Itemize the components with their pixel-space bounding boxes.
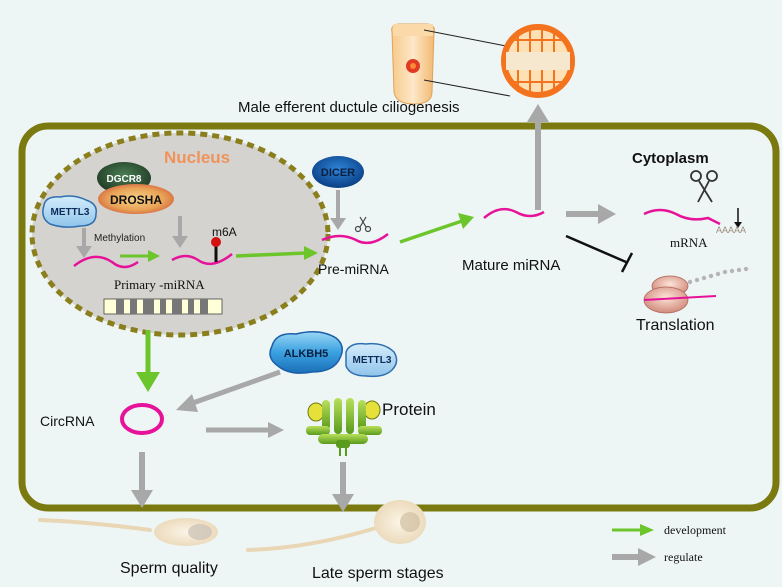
dicer-label: DICER	[321, 167, 355, 179]
cleavage-arrow	[734, 208, 742, 228]
primary-mirna-strand	[73, 255, 139, 269]
mrna-regulation-arrow	[566, 204, 616, 224]
circrna-regulation-arrow	[176, 369, 281, 412]
primary-mirna-label: Primary -miRNA	[114, 277, 205, 292]
polya-tail: AAAAA	[716, 225, 746, 235]
translation-mrna-strand	[643, 295, 717, 301]
sperm-quality-arrow	[131, 452, 153, 508]
mature-mirna-strand	[483, 207, 545, 219]
late-stages-arrow	[332, 462, 354, 512]
m6a-label: m6A	[212, 225, 237, 239]
dicer-arrow	[330, 190, 346, 230]
m6a-mark-icon	[211, 237, 221, 247]
primary-to-m6a-arrow	[120, 250, 160, 262]
pre-mirna-strand	[321, 233, 389, 245]
drosha-cleavage-arrow	[172, 216, 188, 248]
nucleus-label: Nucleus	[164, 148, 230, 167]
translation-label: Translation	[636, 317, 715, 334]
translation-inhibition-line	[565, 234, 634, 273]
mrna-scissors-icon	[690, 170, 718, 203]
protein-label: Protein	[382, 400, 436, 419]
alkbh5-label: ALKBH5	[284, 348, 329, 360]
ciliogenesis-arrow	[527, 104, 549, 210]
drosha-label: DROSHA	[110, 193, 162, 207]
mettl3-cyto-label: METTL3	[353, 355, 392, 366]
dgcr8-label: DGCR8	[106, 174, 141, 185]
legend-regulate-arrow	[612, 548, 656, 566]
efferent-ductule-illustration	[391, 23, 575, 105]
export-arrow	[235, 246, 318, 260]
sperm-cell-2-icon	[246, 500, 426, 552]
peptide-chain	[687, 266, 749, 285]
cytoplasm-label: Cytoplasm	[632, 150, 709, 167]
gene-bar	[103, 298, 223, 315]
maturation-arrow	[399, 213, 474, 244]
methylated-mirna-strand	[171, 253, 233, 266]
mrna-label: mRNA	[670, 235, 708, 250]
mature-mirna-label: Mature miRNA	[462, 257, 560, 274]
legend: development regulate	[612, 523, 727, 566]
protein-regulation-arrow	[206, 422, 284, 438]
drosha-protein	[98, 184, 174, 214]
legend-development-label: development	[664, 523, 727, 537]
ribosome-icon	[643, 275, 689, 314]
pre-mirna-label: Pre-miRNA	[318, 261, 389, 277]
scissors-icon	[354, 216, 372, 233]
mrna-strand	[643, 208, 721, 226]
mettl3-nucleus-label: METTL3	[51, 207, 90, 218]
mettl3-nucleus-protein	[42, 195, 98, 228]
alkbh5-protein	[269, 331, 343, 374]
late-sperm-stages-label: Late sperm stages	[312, 565, 444, 582]
mettl3-cyto-protein	[345, 342, 398, 378]
dicer-protein	[312, 156, 364, 188]
protein-icon	[306, 398, 382, 456]
legend-regulate-label: regulate	[664, 550, 703, 564]
legend-development-arrow	[612, 524, 654, 536]
circrna-label: CircRNA	[40, 413, 95, 429]
sperm-cell-1-icon	[38, 518, 218, 546]
circrna-ring	[120, 403, 164, 435]
circrna-development-arrow	[136, 330, 160, 392]
methylation-arrow	[76, 228, 92, 258]
sperm-quality-label: Sperm quality	[120, 560, 218, 577]
methylation-label: Methylation	[94, 233, 145, 244]
top-caption: Male efferent ductule ciliogenesis	[238, 99, 460, 116]
